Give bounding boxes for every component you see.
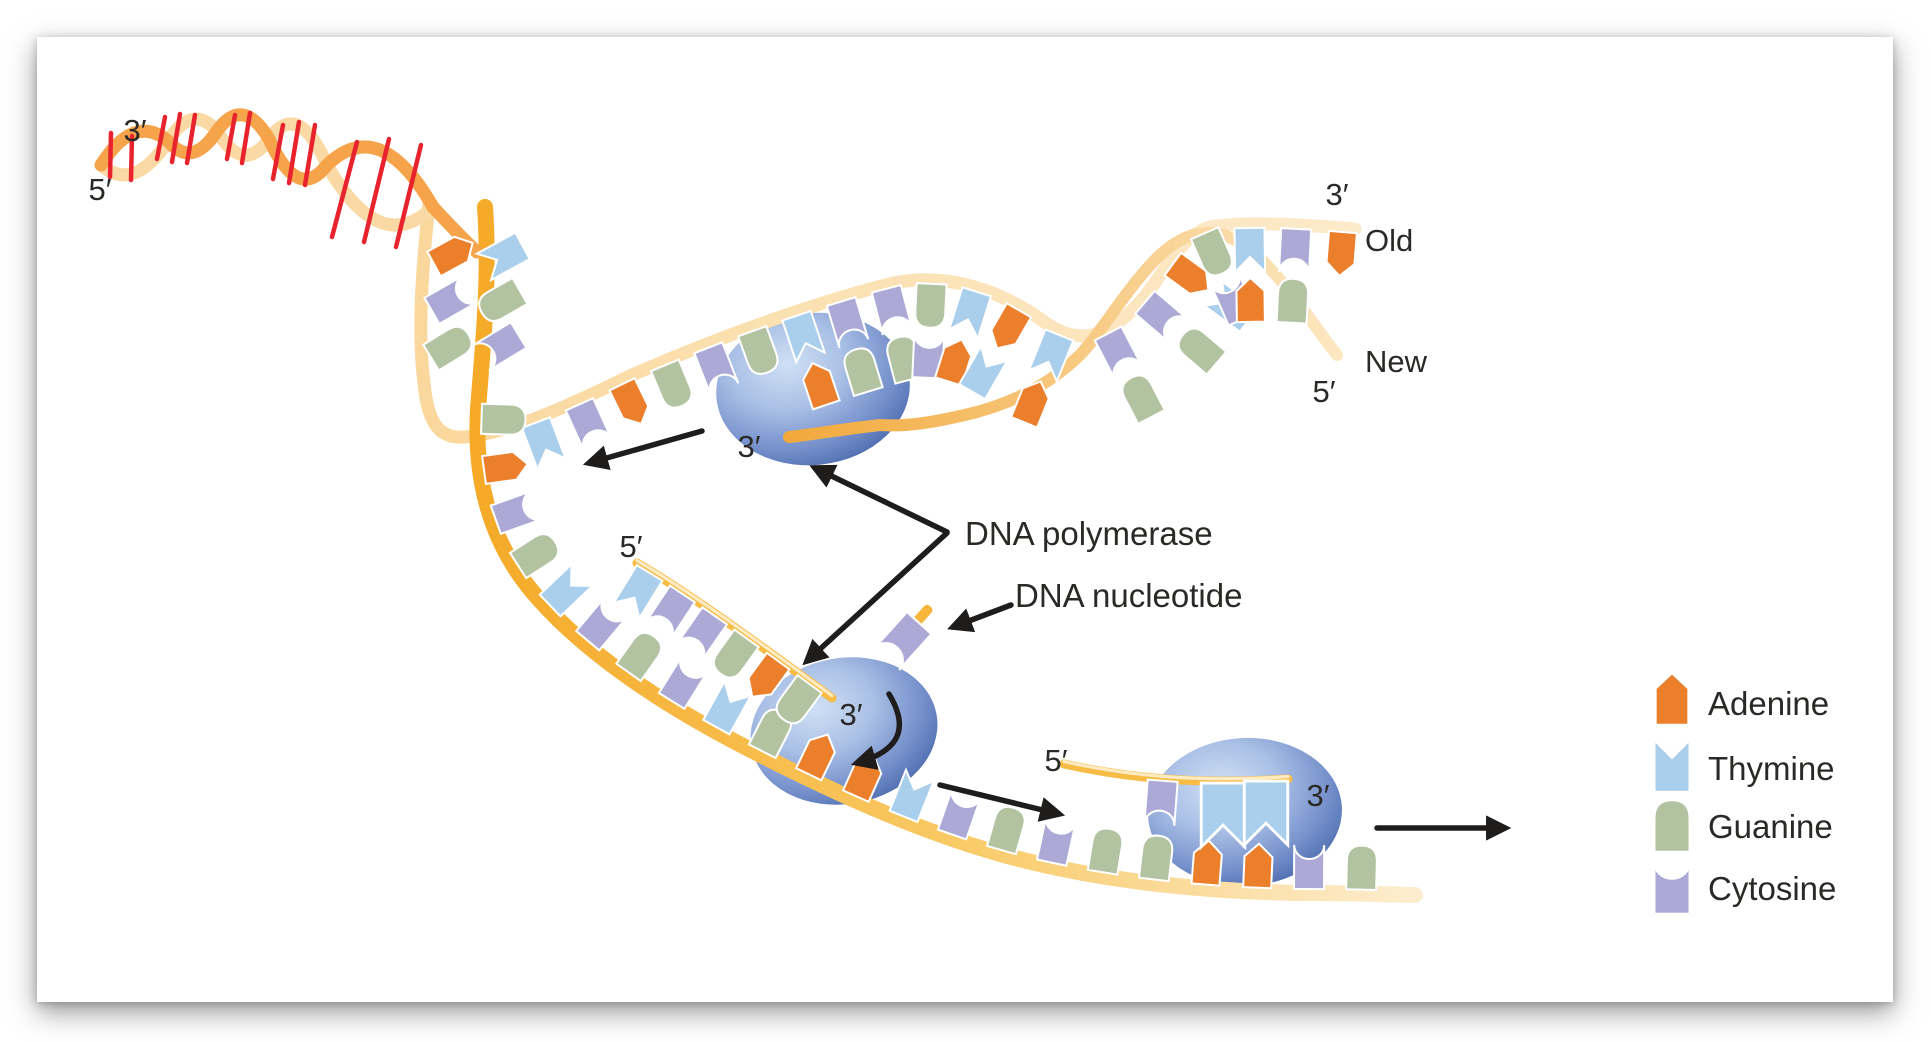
new-strand-label: New: [1365, 344, 1428, 379]
thymine-base: [1233, 226, 1267, 274]
fragment1-3-prime-label: 3′: [839, 697, 862, 732]
arrow-label-to-top-polymerase: [809, 464, 950, 535]
rung: [329, 139, 360, 240]
rung: [302, 122, 318, 188]
rung: [224, 112, 238, 162]
guanine-base: [1275, 277, 1310, 325]
cytosine-base: [1035, 815, 1077, 867]
fork-3-prime-label: 3′: [737, 429, 760, 464]
arrow-fork-direction: [582, 428, 705, 471]
template-strand-bottom: [469, 199, 1423, 903]
fragment2-3-prime-label: 3′: [1306, 778, 1329, 813]
cytosine-base: [870, 284, 913, 337]
rung: [361, 136, 392, 245]
okazaki-fragment-1-strand: [632, 558, 837, 703]
guanine-base: [480, 402, 527, 437]
rung: [128, 133, 135, 183]
thymine-legend-label: Thymine: [1708, 750, 1835, 787]
arrow-label-to-nucleotide: [947, 602, 1014, 633]
cytosine-legend-label: Cytosine: [1708, 870, 1836, 907]
helix-5-prime-label: 5′: [88, 172, 111, 207]
cytosine-base: [1278, 227, 1313, 275]
dna-polymerase-label: DNA polymerase: [965, 515, 1213, 552]
guanine-base: [913, 282, 948, 330]
dna-nucleotide-label: DNA nucleotide: [1015, 577, 1242, 614]
arrows: [582, 428, 1512, 841]
adenine-legend-label: Adenine: [1708, 685, 1829, 722]
fragment1-5-prime-label: 5′: [619, 529, 642, 564]
arrow-label-to-middle-polymerase: [802, 530, 950, 666]
cytosine-base: [489, 489, 544, 535]
guanine-base: [985, 802, 1029, 856]
rung: [184, 112, 198, 166]
guanine-legend-label: Guanine: [1708, 808, 1833, 845]
arrow-curved-synthesis: [850, 691, 903, 770]
arrow-between-polymerases: [937, 782, 1066, 822]
guanine-base: [1345, 844, 1379, 891]
cytosine-legend-icon: [1653, 860, 1691, 916]
cytosine-base: [423, 274, 479, 325]
helix-3-prime-label: 3′: [123, 113, 146, 148]
thymine-base: [520, 416, 567, 471]
guanine-base: [1086, 825, 1126, 876]
right-5-prime-label: 5′: [1312, 374, 1335, 409]
right-3-prime-label: 3′: [1325, 177, 1348, 212]
helix-strand-orange: [94, 108, 484, 259]
rung: [169, 111, 183, 165]
guanine-base: [1116, 369, 1166, 425]
fragment2-5-prime-label: 5′: [1044, 743, 1067, 778]
free-dna-nucleotide: [873, 604, 933, 672]
base-pair-rungs: [107, 110, 424, 250]
rung: [286, 119, 302, 186]
diagram-page: 3′ 5′ 3′ 5′ 3′ 5′ 3′ 3′ 5′ Old New DNA p…: [37, 37, 1893, 1002]
dna-replication-diagram: 3′ 5′ 3′ 5′ 3′ 5′ 3′ 3′ 5′ Old New DNA p…: [88, 108, 1836, 916]
guanine-base: [422, 320, 478, 372]
fragment2-highlight: [1062, 759, 1290, 781]
thymine-legend-icon: [1653, 738, 1691, 794]
diagram-labels: 3′ 5′ 3′ 5′ 3′ 5′ 3′ 3′ 5′ Old New DNA p…: [88, 113, 1427, 813]
thymine-base: [948, 286, 993, 340]
old-strand-label: Old: [1365, 223, 1413, 258]
adenine-base: [1324, 229, 1358, 279]
guanine-base: [649, 358, 697, 413]
rung: [270, 122, 286, 182]
rung: [393, 142, 424, 250]
rung: [239, 110, 253, 166]
double-helix: [94, 108, 484, 259]
legend: Adenine Thymine Guanine Cytosine: [1653, 671, 1836, 916]
guanine-base: [1137, 833, 1175, 883]
guanine-base: [1172, 322, 1228, 376]
rung: [154, 114, 168, 162]
adenine-legend-icon: [1654, 671, 1690, 727]
guanine-legend-icon: [1653, 798, 1691, 854]
rung: [107, 130, 114, 180]
fragment1-highlight: [635, 558, 834, 698]
adenine-base: [481, 449, 531, 485]
fragment1-gold: [632, 558, 837, 703]
